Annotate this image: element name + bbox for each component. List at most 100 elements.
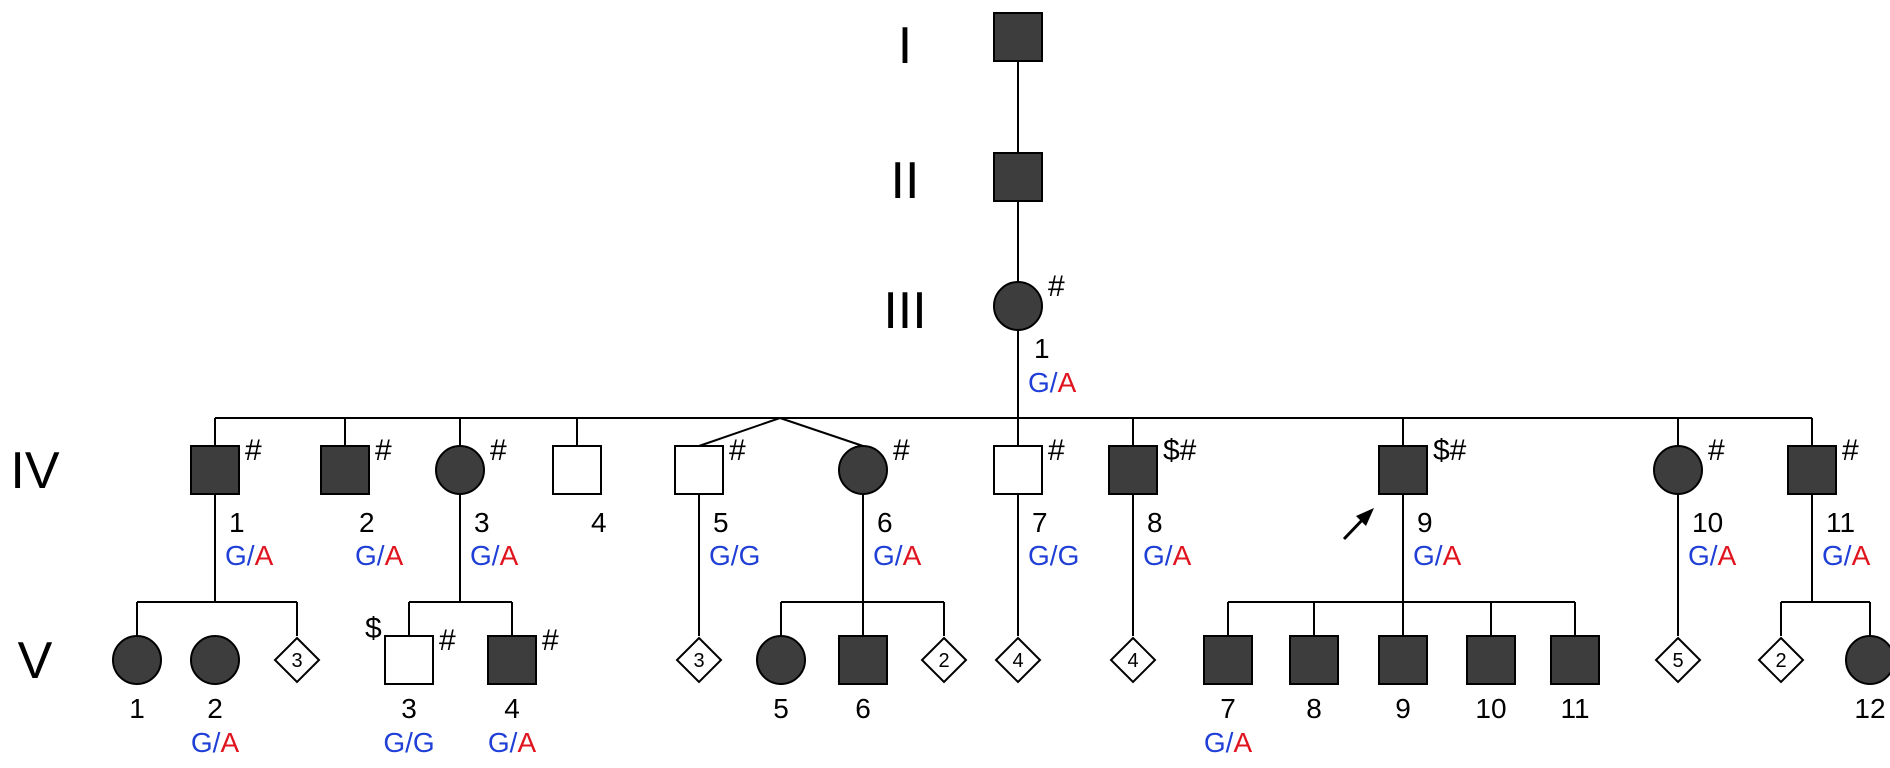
generation-label: II — [891, 152, 920, 210]
allele-2: A — [903, 540, 922, 571]
allele-separator: / — [510, 727, 518, 758]
allele-separator: / — [1165, 540, 1173, 571]
allele-separator: / — [1710, 540, 1718, 571]
sibling-count: 2 — [1775, 650, 1786, 672]
sibling-count: 3 — [291, 650, 302, 672]
generation-label: III — [883, 282, 926, 340]
marker-left: $ — [365, 612, 382, 645]
allele-2: A — [1173, 540, 1192, 571]
genotype: G/A — [1028, 367, 1077, 398]
marker: $# — [1163, 434, 1197, 467]
marker: # — [1048, 270, 1065, 303]
individual-i-1-square — [993, 12, 1043, 62]
individual-iv-5-square — [674, 445, 724, 495]
allele-2: G — [739, 540, 761, 571]
genotype: G/A — [1688, 540, 1737, 571]
individual-iv-3-circle — [435, 445, 485, 495]
allele-1: G — [470, 540, 492, 571]
individual-number: 6 — [877, 507, 893, 538]
allele-2: A — [1718, 540, 1737, 571]
individual-v-9-square — [1378, 635, 1428, 685]
allele-2: G — [413, 727, 435, 758]
individual-v-d5-diamond — [1109, 636, 1157, 684]
marker: # — [1842, 434, 1859, 467]
allele-1: G — [488, 727, 510, 758]
individual-number: 3 — [474, 507, 490, 538]
marker: $# — [1433, 434, 1467, 467]
individual-number: 8 — [1147, 507, 1163, 538]
genotype: G/A — [488, 727, 537, 758]
allele-separator: / — [247, 540, 255, 571]
individual-v-6-square — [838, 635, 888, 685]
individual-iv-10-circle — [1653, 445, 1703, 495]
genotype: G/A — [191, 727, 240, 758]
individual-number: 5 — [713, 507, 729, 538]
individual-iv-1-square — [190, 445, 240, 495]
individual-number: 7 — [1220, 693, 1236, 724]
allele-1: G — [191, 727, 213, 758]
allele-2: A — [1852, 540, 1871, 571]
individual-number: 10 — [1475, 693, 1506, 724]
individual-number: 1 — [1034, 333, 1050, 364]
allele-2: A — [500, 540, 519, 571]
individual-v-3-square — [384, 635, 434, 685]
individual-symbols — [112, 12, 1890, 685]
individual-v-8-square — [1289, 635, 1339, 685]
marker: # — [490, 434, 507, 467]
generation-label: IV — [10, 442, 59, 500]
genotype: G/A — [470, 540, 519, 571]
sibling-count: 5 — [1672, 650, 1683, 672]
allele-separator: / — [1435, 540, 1443, 571]
individual-texts: #1G/A#1G/A#2G/A#3G/A4#5G/G#6G/A#7G/G$#8G… — [129, 270, 1885, 758]
allele-2: A — [255, 540, 274, 571]
allele-2: G — [1058, 540, 1080, 571]
individual-number: 11 — [1826, 507, 1855, 538]
allele-separator: / — [1844, 540, 1852, 571]
sibling-count: 4 — [1127, 650, 1138, 672]
individual-number: 2 — [359, 507, 375, 538]
proband-arrow-head — [1356, 508, 1374, 526]
individual-number: 6 — [855, 693, 871, 724]
allele-1: G — [1143, 540, 1165, 571]
genotype: G/G — [709, 540, 760, 571]
allele-1: G — [1028, 367, 1050, 398]
genotype: G/A — [1143, 540, 1192, 571]
genotype: G/A — [355, 540, 404, 571]
allele-separator: / — [213, 727, 221, 758]
individual-iv-6-circle — [838, 445, 888, 495]
individual-number: 4 — [504, 693, 520, 724]
allele-1: G — [225, 540, 247, 571]
allele-separator: / — [405, 727, 413, 758]
individual-v-d1-diamond — [273, 636, 321, 684]
marker: # — [893, 434, 910, 467]
twin-line — [698, 417, 781, 447]
allele-2: A — [517, 727, 536, 758]
allele-separator: / — [492, 540, 500, 571]
sibling-count: 2 — [938, 650, 949, 672]
individual-number: 11 — [1560, 693, 1589, 724]
individual-v-1-circle — [112, 635, 162, 685]
marker: # — [542, 624, 559, 657]
allele-1: G — [1028, 540, 1050, 571]
allele-2: A — [1233, 727, 1252, 758]
individual-number: 1 — [229, 507, 245, 538]
individual-iv-4-square — [552, 445, 602, 495]
allele-separator: / — [377, 540, 385, 571]
genotype: G/A — [1204, 727, 1253, 758]
marker: # — [1048, 434, 1065, 467]
sibling-count: 3 — [693, 650, 704, 672]
marker: # — [729, 434, 746, 467]
genotype: G/A — [1413, 540, 1462, 571]
allele-2: A — [1058, 367, 1077, 398]
individual-v-11-square — [1550, 635, 1600, 685]
genotype: G/A — [873, 540, 922, 571]
individual-number: 12 — [1854, 693, 1885, 724]
individual-v-10-square — [1466, 635, 1516, 685]
allele-separator: / — [1226, 727, 1234, 758]
individual-number: 1 — [129, 693, 145, 724]
individual-v-4-square — [487, 635, 537, 685]
allele-1: G — [355, 540, 377, 571]
individual-number: 4 — [591, 507, 607, 538]
